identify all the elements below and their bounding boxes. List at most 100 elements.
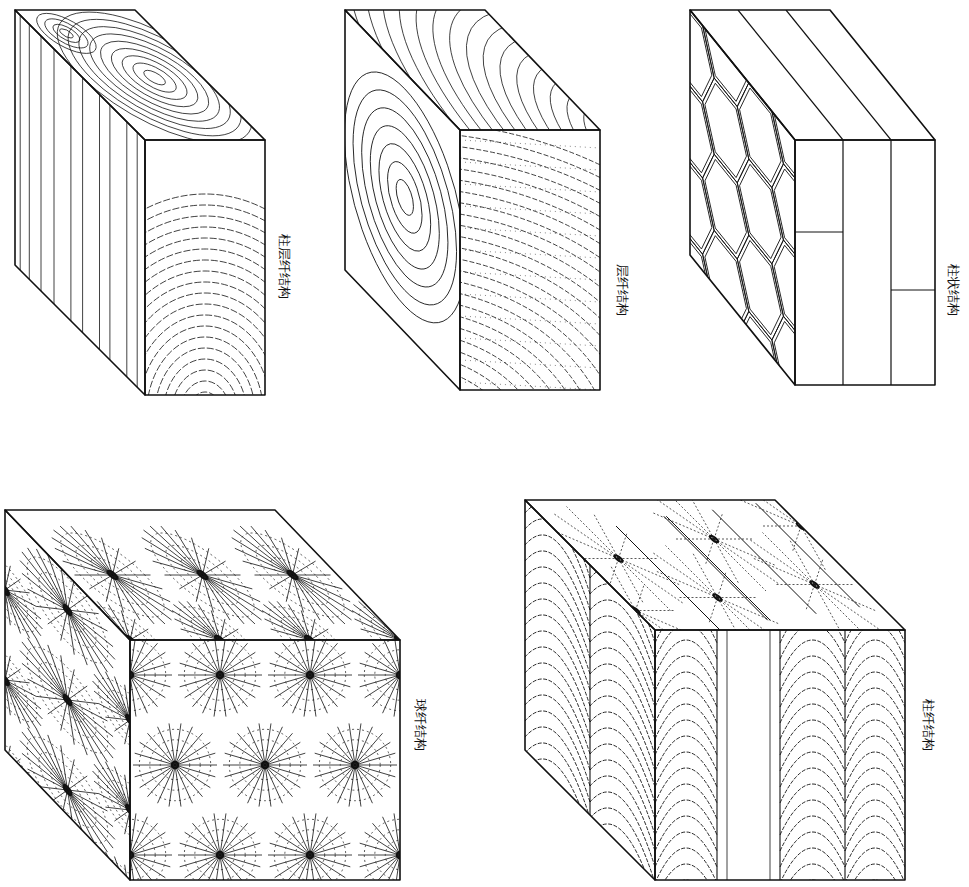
hatch-line (293, 575, 352, 620)
texture-curve (590, 543, 655, 643)
hatch-line (113, 575, 171, 602)
growth-ring (173, 558, 233, 593)
hatch-line (666, 546, 718, 598)
hatch-line (428, 765, 445, 803)
growth-ring (0, 549, 28, 632)
block-outline (5, 510, 130, 880)
hatch-line (400, 640, 430, 641)
hatch-line (801, 526, 862, 552)
texture-curve (636, 213, 678, 333)
hatch-line (400, 675, 440, 687)
hatch-line (150, 526, 202, 575)
hatch-line (844, 630, 845, 880)
growth-ring (114, 293, 297, 537)
hatch-line (400, 855, 406, 887)
texture-curve (807, 383, 853, 516)
hatch-line (330, 526, 382, 575)
hatch-line (815, 585, 867, 637)
hatch-line (339, 530, 398, 575)
hatch-line (68, 610, 114, 668)
hatch-line (304, 813, 310, 855)
hatch-line (169, 723, 175, 765)
hatch-line (653, 513, 714, 539)
texture-curve (845, 768, 905, 803)
hatch-line (90, 855, 130, 867)
face-ground (655, 630, 905, 880)
front-face-local (655, 608, 905, 887)
texture-curve (590, 655, 655, 755)
hatch-line (99, 95, 100, 350)
hatch-line (203, 575, 264, 612)
hatch-line (70, 66, 71, 321)
hatch-line (619, 559, 684, 604)
growth-ring (241, 545, 344, 604)
hatch-line (130, 855, 158, 887)
hatch-line (801, 526, 841, 527)
hatch-line (769, 539, 834, 584)
growth-ring (160, 750, 189, 779)
left-face-texture (15, 10, 145, 395)
growth-ring (285, 650, 335, 700)
hatch-line (347, 538, 408, 575)
hatch-line (41, 36, 42, 291)
hatch-line (310, 855, 316, 887)
growth-ring (353, 50, 457, 344)
texture-curve (525, 718, 590, 818)
hatch-line (400, 832, 435, 855)
texture-curve (590, 799, 655, 887)
hatch-line (674, 539, 714, 540)
growth-ring (188, 392, 223, 438)
hatch-line (383, 575, 441, 602)
texture-curve (737, 221, 783, 354)
hatch-line (460, 184, 600, 192)
hatch-line (780, 585, 841, 611)
hatch-line (403, 765, 445, 766)
hatch-line (88, 675, 130, 676)
hatch-line (662, 487, 714, 539)
texture-curve (703, 140, 749, 273)
growth-ring (0, 656, 18, 704)
hatch-line (460, 316, 600, 324)
growth-ring (180, 381, 231, 449)
hatch-line (714, 539, 779, 584)
hatch-line (345, 575, 383, 576)
hatch-line (60, 526, 112, 575)
hatch-line (400, 640, 439, 651)
hatch-line (756, 503, 860, 607)
hatch-line (235, 548, 293, 575)
hatch-line (400, 652, 435, 675)
hatch-line (400, 855, 428, 887)
hatch-line (789, 559, 850, 585)
growth-ring (1, 763, 9, 777)
texture-curve (845, 688, 905, 723)
growth-ring (27, 716, 108, 865)
hatch-line (354, 619, 400, 640)
hatch-line (113, 575, 172, 620)
hatch-line (130, 663, 170, 675)
texture-curve (703, 292, 749, 425)
texture-curve (668, 288, 714, 421)
hatch-line (714, 539, 775, 565)
texture-curve (845, 816, 905, 851)
top-face-local (149, 0, 969, 454)
texture-curve (772, 378, 818, 511)
growth-ring (295, 840, 324, 869)
hatch-line (240, 526, 292, 575)
hatch-line (28, 638, 68, 700)
hatch-line (842, 140, 843, 385)
growth-ring (196, 571, 210, 579)
hatch-line (109, 105, 110, 360)
texture-curve (655, 704, 717, 739)
hatch-line (400, 640, 448, 669)
texture-curve (590, 751, 655, 851)
hatch-line (82, 78, 83, 333)
hatch-line (265, 753, 305, 765)
hatch-line (304, 855, 310, 887)
texture-curve (525, 606, 590, 706)
texture-curve (845, 800, 905, 835)
growth-ring (330, 740, 380, 790)
growth-ring (196, 403, 214, 427)
hatch-line (400, 675, 406, 717)
texture-curve (845, 832, 905, 867)
growth-ring (172, 0, 969, 441)
